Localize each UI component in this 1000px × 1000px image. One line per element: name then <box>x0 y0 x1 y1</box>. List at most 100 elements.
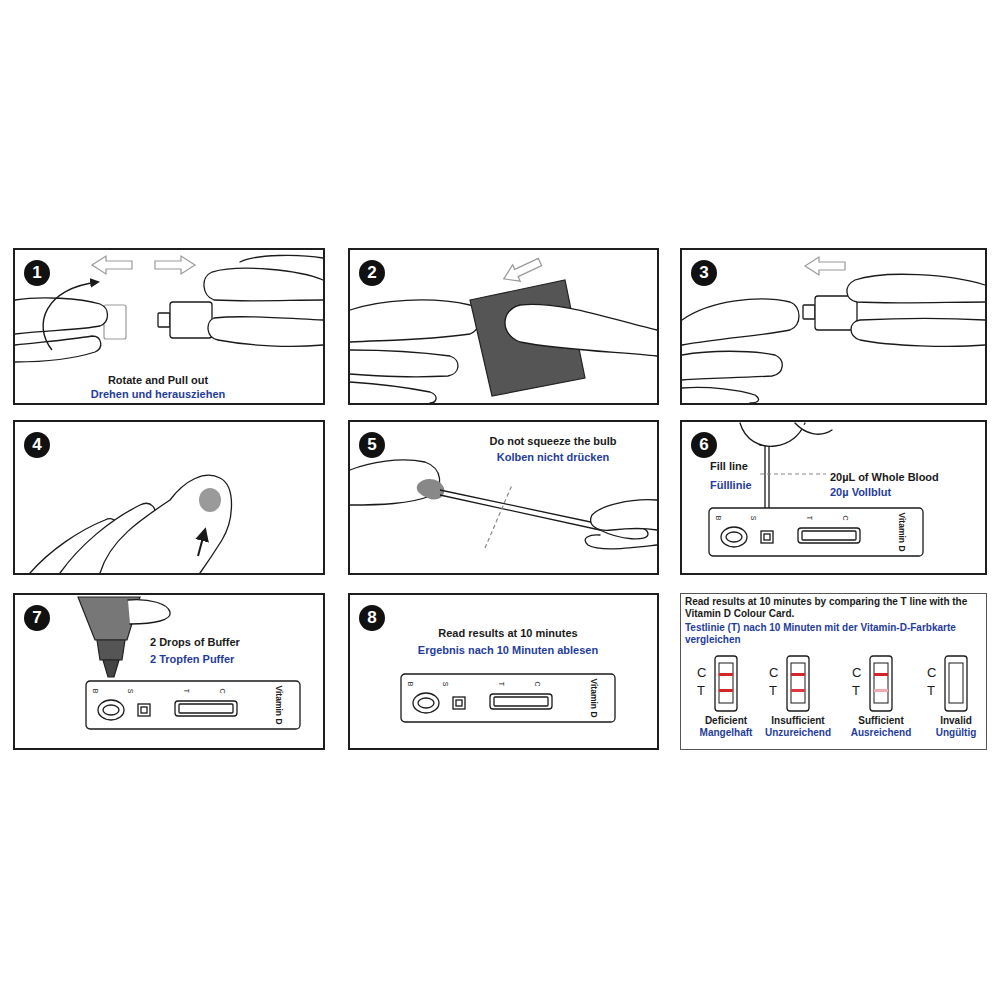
instruction-panel: 72 Drops of Buffer2 Tropfen PufferBSTCVi… <box>13 593 325 750</box>
thumb <box>585 535 657 549</box>
pipette <box>440 490 600 530</box>
outline-arrow <box>805 257 845 275</box>
blood-drop <box>417 479 445 499</box>
step-number: 2 <box>359 260 385 286</box>
thumb <box>15 336 101 362</box>
result-label: Sufficient <box>858 715 904 727</box>
buffer-well <box>721 527 747 547</box>
lancet-body <box>815 296 857 330</box>
instruction-text: Testlinie (T) nach 10 Minuten mit der Vi… <box>685 622 983 646</box>
test-cassette: BSTCVitamin D <box>400 673 616 723</box>
result-strip: CTInvalidUngültig <box>918 655 994 747</box>
lancet-body <box>170 302 212 338</box>
cassette-outline <box>708 507 924 557</box>
instruction-panel: Read results at 10 minutes by comparing … <box>680 593 987 750</box>
instruction-text: Fülllinie <box>710 479 752 492</box>
buffer-well-inner <box>103 705 119 715</box>
result-strip: CT SufficientAusreichend <box>843 655 919 747</box>
blood-drop <box>199 488 221 512</box>
cassette-label: B <box>406 682 414 687</box>
result-label: Mangelhaft <box>700 727 753 739</box>
result-label: C <box>852 666 861 681</box>
instruction-panel: 5Do not squeeze the bulbKolben nicht drü… <box>348 420 659 575</box>
strip-body <box>945 656 967 711</box>
sample-well-inner <box>456 700 462 706</box>
finger <box>591 500 657 531</box>
instruction-panel: 3 <box>680 248 987 405</box>
lancet-nub <box>158 313 170 327</box>
finger <box>350 350 458 377</box>
strip-window <box>874 663 888 703</box>
buffer-well <box>413 693 439 713</box>
cassette-label: S <box>126 689 134 694</box>
cassette-body <box>401 674 615 722</box>
test-line <box>874 673 888 676</box>
strip-body <box>715 656 737 711</box>
result-label: Insufficient <box>771 715 824 727</box>
instruction-text: 2 Tropfen Puffer <box>150 653 234 666</box>
finger <box>204 268 323 301</box>
buffer-well-inner <box>418 698 434 708</box>
sample-well <box>453 697 465 709</box>
cassette-label: Vitamin D <box>588 678 598 717</box>
result-label: C <box>769 666 778 681</box>
result-label: Ausreichend <box>851 727 912 739</box>
result-window-inner <box>802 531 856 540</box>
direction-arrow <box>198 530 205 556</box>
test-line <box>719 689 733 692</box>
outline-arrow <box>155 256 195 274</box>
result-label: C <box>927 666 936 681</box>
test-line <box>719 673 733 676</box>
finger <box>682 351 782 380</box>
instruction-panel: 2 <box>348 248 659 405</box>
lancet-nub <box>803 305 815 319</box>
result-label: T <box>697 684 705 699</box>
finger <box>847 274 985 303</box>
result-window <box>490 694 552 709</box>
bottle-tip <box>103 660 119 677</box>
cassette-outline <box>85 680 301 730</box>
strip-body <box>870 656 892 711</box>
instruction-text: Fill line <box>710 460 748 473</box>
step-number: 7 <box>24 605 50 631</box>
sample-well <box>761 531 773 543</box>
thumb <box>851 319 985 347</box>
cassette-label: B <box>714 516 722 521</box>
finger <box>682 299 799 345</box>
result-label: Unzureichend <box>765 727 831 739</box>
finger <box>15 298 108 334</box>
result-window-inner <box>494 697 548 706</box>
sample-well-inner <box>764 534 770 540</box>
pipette-mark <box>485 485 512 548</box>
sample-well-inner <box>141 707 147 713</box>
cassette-label: C <box>533 681 541 686</box>
test-cassette: BSTCVitamin D <box>708 507 924 557</box>
hand <box>240 255 323 262</box>
instruction-panel: 1Rotate and Pull outDrehen und herauszie… <box>13 248 325 405</box>
step-number: 1 <box>24 260 50 286</box>
finger <box>128 600 170 624</box>
cassette-body <box>86 681 300 729</box>
cassette-label: C <box>841 515 849 520</box>
result-label: T <box>927 684 935 699</box>
step-number: 3 <box>691 260 717 286</box>
bottle-neck <box>97 640 125 660</box>
strip-window <box>719 663 733 703</box>
buffer-well <box>98 700 124 720</box>
instruction-text: 2 Drops of Buffer <box>150 636 240 649</box>
result-window-inner <box>179 704 233 713</box>
instruction-text: 20µ Vollblut <box>830 486 891 499</box>
result-label: T <box>769 684 777 699</box>
buffer-well-inner <box>726 532 742 542</box>
cassette-label: S <box>441 682 449 687</box>
instruction-text: Read results at 10 minutes <box>438 627 577 640</box>
cassette-label: T <box>805 516 813 520</box>
fill-line <box>760 473 826 474</box>
instruction-panel: 8Read results at 10 minutesErgebnis nach… <box>348 593 659 750</box>
result-label: T <box>852 684 860 699</box>
thumb <box>208 317 323 347</box>
cassette-body <box>709 508 923 556</box>
result-window <box>175 701 237 716</box>
cassette-label: C <box>218 688 226 693</box>
